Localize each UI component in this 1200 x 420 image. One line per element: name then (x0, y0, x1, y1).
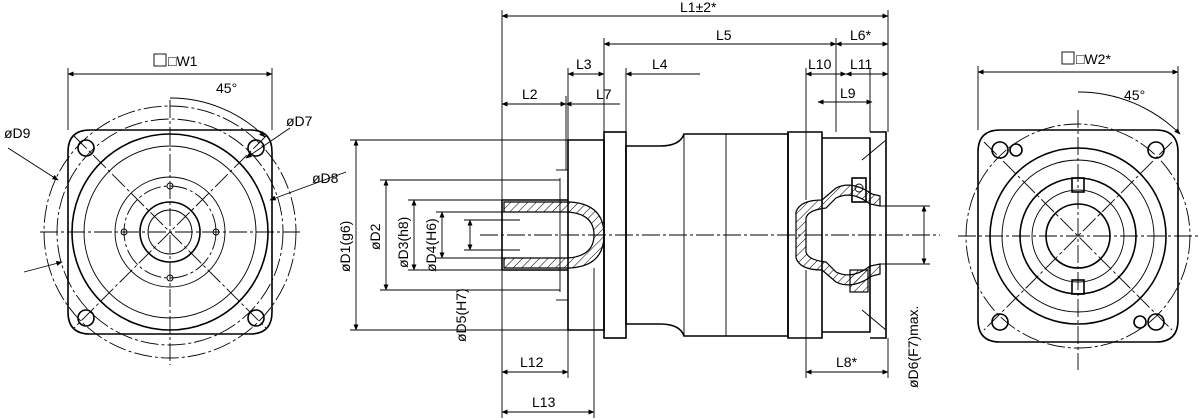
front-mount-hole (77, 309, 95, 327)
dim-d4: øD4(H6) (423, 218, 439, 272)
dim-l11: L11 (850, 56, 873, 72)
dim-l8: L8* (836, 354, 858, 370)
dim-d2: øD2 (367, 223, 383, 250)
dim-l10: L10 (808, 56, 832, 72)
front-d9-label: øD9 (4, 125, 31, 141)
dim-l1: L1±2* (680, 0, 717, 15)
dim-l4: L4 (652, 56, 668, 72)
side-view: L1±2* L5 L6* L3 L4 L10 L11 L9 L2 L7 (337, 0, 940, 418)
front-mount-hole (247, 139, 265, 157)
front-mount-hole (77, 139, 95, 157)
front-d7-label: øD7 (286, 113, 313, 129)
front-angle-label: 45° (216, 80, 237, 96)
front-mount-hole (247, 309, 265, 327)
dim-l7: L7 (596, 86, 612, 102)
dim-l2: L2 (522, 86, 538, 102)
dim-l6: L6* (850, 27, 872, 43)
front-flange-outline (67, 129, 273, 335)
rear-angle-label: 45° (1124, 87, 1145, 103)
front-w1-label: □W1 (168, 53, 198, 69)
input-shaft-section (795, 184, 881, 286)
dim-l9: L9 (840, 85, 856, 101)
front-d8-label: øD8 (312, 170, 339, 186)
dim-d1: øD1(g6) (337, 221, 353, 272)
square-symbol (153, 53, 167, 67)
dim-d3: øD3(h8) (395, 217, 411, 268)
input-adapter (787, 131, 823, 339)
rear-w2-label: □W2* (1076, 51, 1111, 67)
dim-d5: øD5(H7) (453, 288, 469, 342)
front-view: □W1 45° øD7 øD9 øD8 (4, 53, 347, 365)
clamp-screw (851, 177, 867, 203)
dim-l3: L3 (576, 56, 592, 72)
square-symbol (1061, 51, 1075, 65)
dim-l13: L13 (532, 394, 556, 410)
rear-flange-outline (977, 129, 1179, 343)
rear-view: □W2* 45° (958, 51, 1198, 370)
dim-d6: øD6(F7)max. (905, 306, 921, 388)
dim-l5: L5 (716, 27, 732, 43)
dim-l12: L12 (520, 354, 544, 370)
